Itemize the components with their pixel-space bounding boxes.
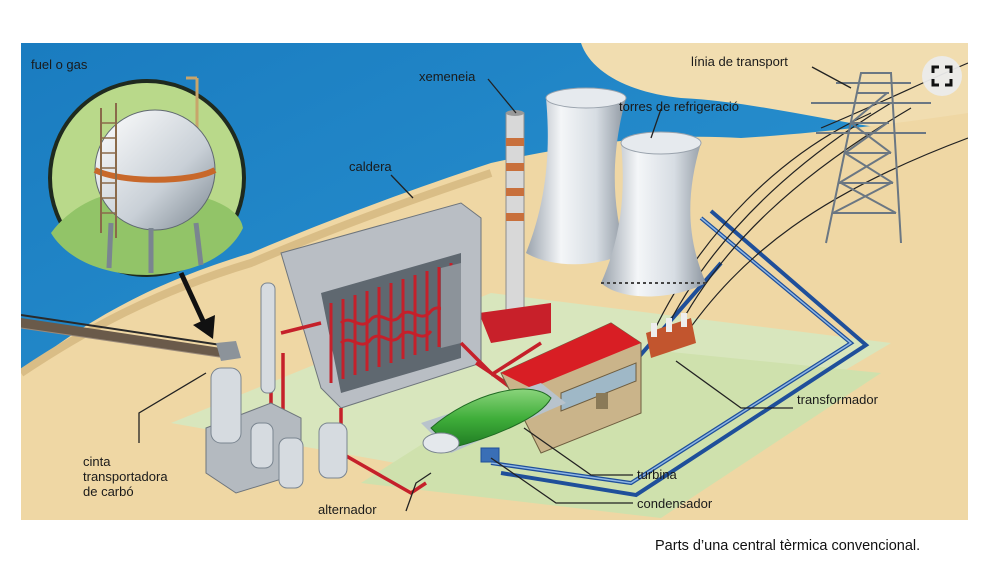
fuel-gas-label: fuel o gas <box>31 57 88 72</box>
coal-conveyor-label: cinta transportadora de carbó <box>83 454 168 499</box>
expand-fullscreen-icon <box>931 65 953 87</box>
chimney-label: xemeneia <box>419 69 476 84</box>
cooling-towers-label: torres de refrigeració <box>619 99 739 114</box>
figure-caption: Parts d’una central tèrmica convencional… <box>655 538 921 554</box>
turbine-hall <box>500 322 642 454</box>
transformers <box>646 313 696 358</box>
far-beach <box>581 43 968 134</box>
chimney <box>479 110 551 343</box>
leader-lines <box>138 66 852 512</box>
transmission-tower <box>811 72 931 244</box>
cooling-towers <box>526 87 706 297</box>
turbine-unit <box>421 383 566 463</box>
expand-fullscreen-button[interactable] <box>922 56 962 96</box>
transmission-line-label: línia de transport <box>691 54 788 69</box>
power-plant-diagram: fuel o gas xemeneia línia de transport t… <box>21 43 968 520</box>
power-plant-illustration <box>21 43 968 520</box>
condenser-label: condensador <box>637 496 713 511</box>
inset-pointer-arrow <box>178 271 215 339</box>
fuel-tank-inset <box>48 76 246 277</box>
alternator-label: alternador <box>318 502 377 517</box>
coal-equipment <box>205 282 348 494</box>
turbine-label: turbina <box>637 467 677 482</box>
boiler-building <box>280 202 482 409</box>
transformer-label: transformador <box>797 392 878 407</box>
turbine-ground <box>361 343 881 518</box>
boiler-label: caldera <box>349 159 392 174</box>
coal-conveyor <box>21 314 241 361</box>
